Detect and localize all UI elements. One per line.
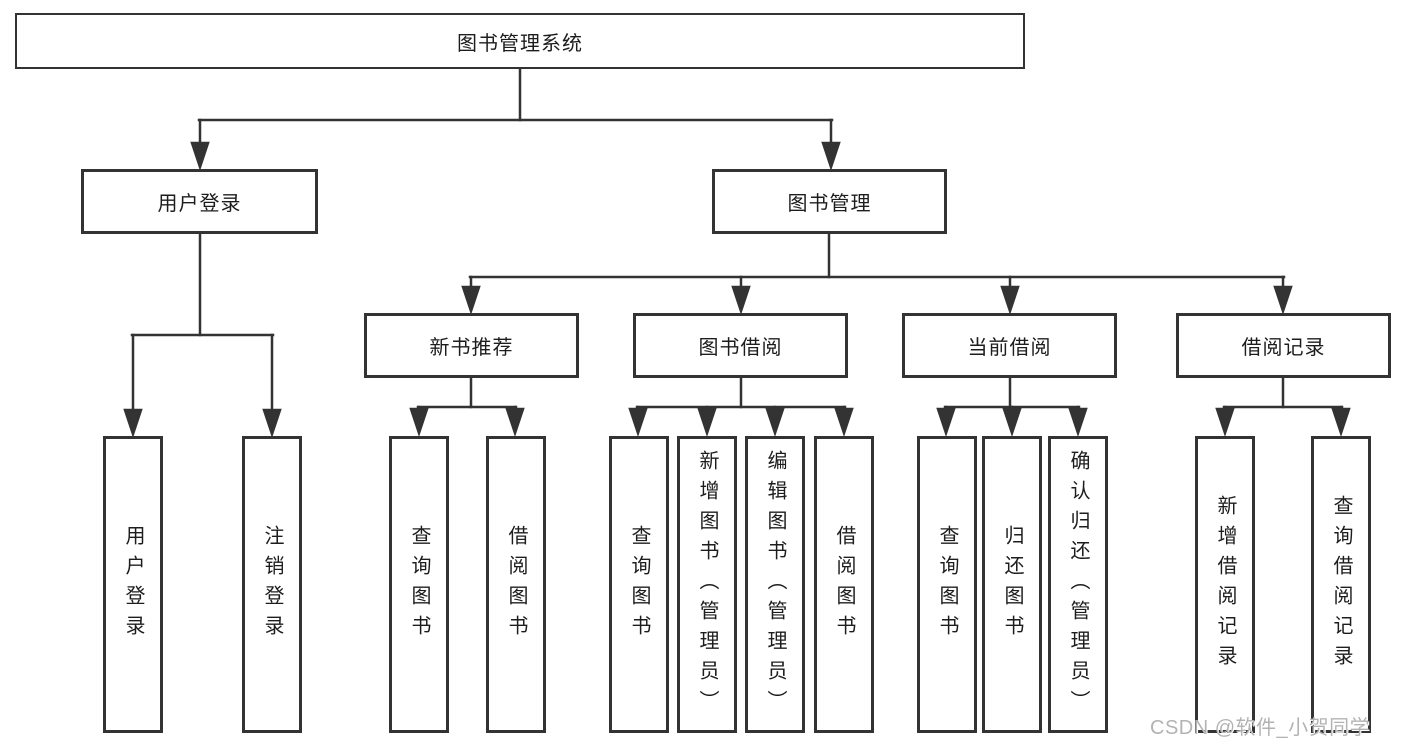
leaf-label: 借阅图书 bbox=[833, 524, 855, 645]
node-label: 当前借阅 bbox=[967, 337, 1052, 359]
leaf-label: 用户登录 bbox=[122, 524, 144, 645]
leaf-label: 确认归还（管理员） bbox=[1067, 449, 1089, 720]
node-new-book-recommend: 新书推荐 bbox=[364, 313, 579, 378]
node-root-system: 图书管理系统 bbox=[15, 13, 1025, 69]
leaf-borrow-books-recommend: 借阅图书 bbox=[486, 436, 546, 733]
leaf-query-borrow-record: 查询借阅记录 bbox=[1311, 436, 1371, 733]
leaf-user-login: 用户登录 bbox=[103, 436, 163, 733]
leaf-query-books-recommend: 查询图书 bbox=[389, 436, 449, 733]
leaf-label: 查询图书 bbox=[628, 524, 650, 645]
leaf-borrow-books-borrowing: 借阅图书 bbox=[814, 436, 874, 733]
node-label: 用户登录 bbox=[157, 193, 242, 215]
leaf-label: 查询借阅记录 bbox=[1330, 494, 1352, 675]
leaf-query-books-borrowing: 查询图书 bbox=[609, 436, 669, 733]
leaf-confirm-return-admin: 确认归还（管理员） bbox=[1048, 436, 1108, 733]
node-label: 借阅记录 bbox=[1241, 337, 1326, 359]
leaf-label: 新增图书（管理员） bbox=[696, 449, 718, 720]
leaf-label: 查询图书 bbox=[936, 524, 958, 645]
node-label: 新书推荐 bbox=[429, 337, 514, 359]
node-label: 图书借阅 bbox=[698, 337, 783, 359]
leaf-label: 借阅图书 bbox=[505, 524, 527, 645]
leaf-query-books-current: 查询图书 bbox=[917, 436, 977, 733]
leaf-label: 归还图书 bbox=[1001, 524, 1023, 645]
node-label: 图书管理 bbox=[787, 193, 872, 215]
node-label: 图书管理系统 bbox=[457, 32, 583, 55]
node-current-borrowing: 当前借阅 bbox=[902, 313, 1117, 378]
node-book-management: 图书管理 bbox=[712, 169, 947, 234]
leaf-label: 新增借阅记录 bbox=[1214, 494, 1236, 675]
node-book-borrowing: 图书借阅 bbox=[633, 313, 848, 378]
node-borrow-records: 借阅记录 bbox=[1176, 313, 1391, 378]
leaf-add-books-admin: 新增图书（管理员） bbox=[677, 436, 737, 733]
leaf-return-books: 归还图书 bbox=[982, 436, 1042, 733]
leaf-label: 查询图书 bbox=[408, 524, 430, 645]
leaf-label: 注销登录 bbox=[261, 524, 283, 645]
node-user-login: 用户登录 bbox=[81, 169, 318, 234]
leaf-edit-books-admin: 编辑图书（管理员） bbox=[745, 436, 805, 733]
leaf-add-borrow-record: 新增借阅记录 bbox=[1195, 436, 1255, 733]
leaf-logout: 注销登录 bbox=[242, 436, 302, 733]
leaf-label: 编辑图书（管理员） bbox=[764, 449, 786, 720]
csdn-watermark: CSDN @软件_小贺同学 bbox=[1150, 717, 1371, 739]
